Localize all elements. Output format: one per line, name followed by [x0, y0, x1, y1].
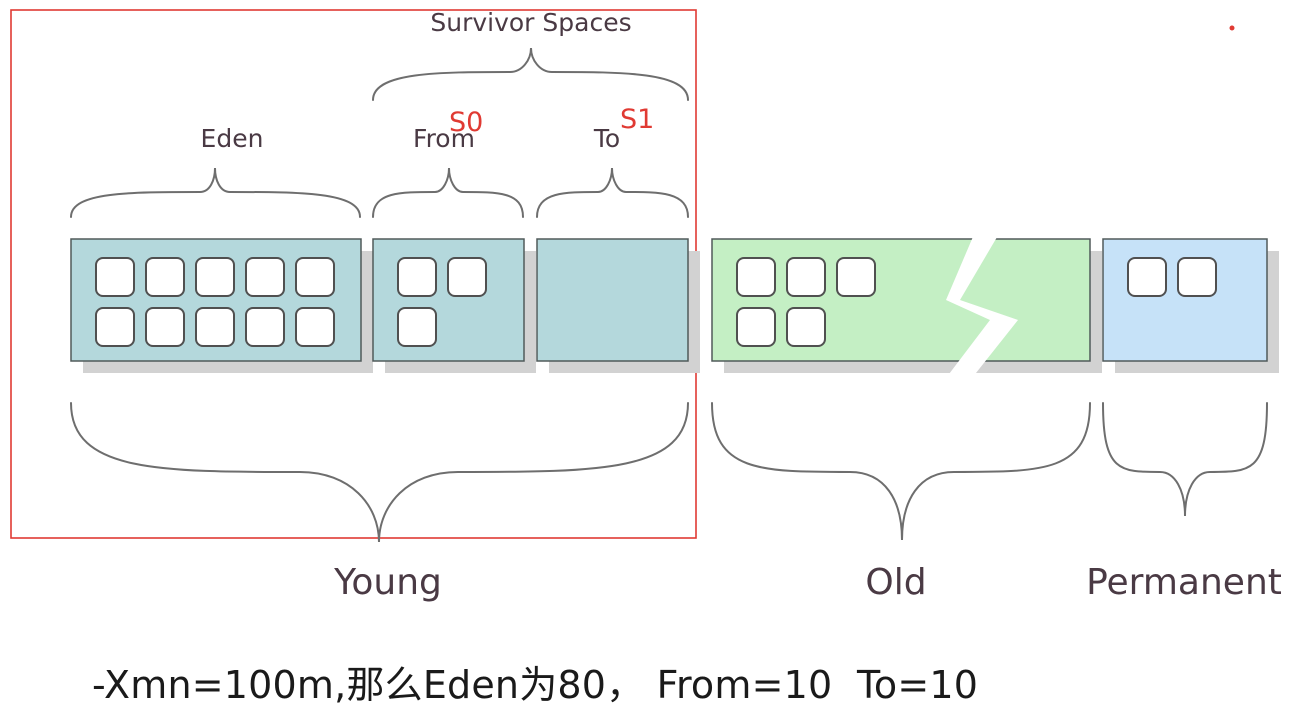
to-label: To	[593, 124, 620, 153]
from-region	[372, 238, 536, 373]
eden-object	[195, 307, 235, 347]
to-region	[536, 238, 700, 373]
eden-brace	[70, 167, 361, 218]
permanent-object	[1177, 257, 1217, 297]
red-dot-marker	[1229, 25, 1235, 31]
from-object	[447, 257, 487, 297]
to-brace	[536, 167, 689, 218]
permanent-object	[1127, 257, 1167, 297]
from-label: From	[413, 124, 475, 153]
young-brace	[70, 402, 689, 543]
old-object	[786, 307, 826, 347]
s0-annotation: S0	[449, 107, 483, 138]
old-region	[711, 238, 1102, 373]
old-label: Old	[865, 562, 926, 603]
permanent-label: Permanent	[1086, 562, 1282, 603]
to-block	[536, 238, 689, 362]
s1-annotation: S1	[620, 104, 654, 135]
eden-object	[95, 307, 135, 347]
old-object	[786, 257, 826, 297]
survivor-spaces-brace	[372, 47, 689, 101]
from-block	[372, 238, 525, 362]
eden-label: Eden	[201, 124, 264, 153]
eden-object	[245, 307, 285, 347]
eden-object	[195, 257, 235, 297]
old-break-mark	[946, 232, 1018, 378]
permanent-region	[1102, 238, 1279, 373]
old-object	[836, 257, 876, 297]
eden-object	[295, 257, 335, 297]
eden-object	[145, 307, 185, 347]
permanent-brace	[1102, 402, 1268, 517]
survivor-spaces-label: Survivor Spaces	[430, 8, 631, 37]
eden-object	[245, 257, 285, 297]
old-brace	[711, 402, 1091, 541]
eden-object	[295, 307, 335, 347]
from-object	[397, 257, 437, 297]
old-object	[736, 307, 776, 347]
eden-object	[145, 257, 185, 297]
eden-region	[70, 238, 373, 373]
xmn-caption: -Xmn=100m,那么Eden为80， From=10 To=10	[92, 663, 979, 707]
young-label: Young	[333, 562, 442, 603]
eden-object	[95, 257, 135, 297]
from-brace	[372, 167, 524, 218]
from-object	[397, 307, 437, 347]
old-object	[736, 257, 776, 297]
